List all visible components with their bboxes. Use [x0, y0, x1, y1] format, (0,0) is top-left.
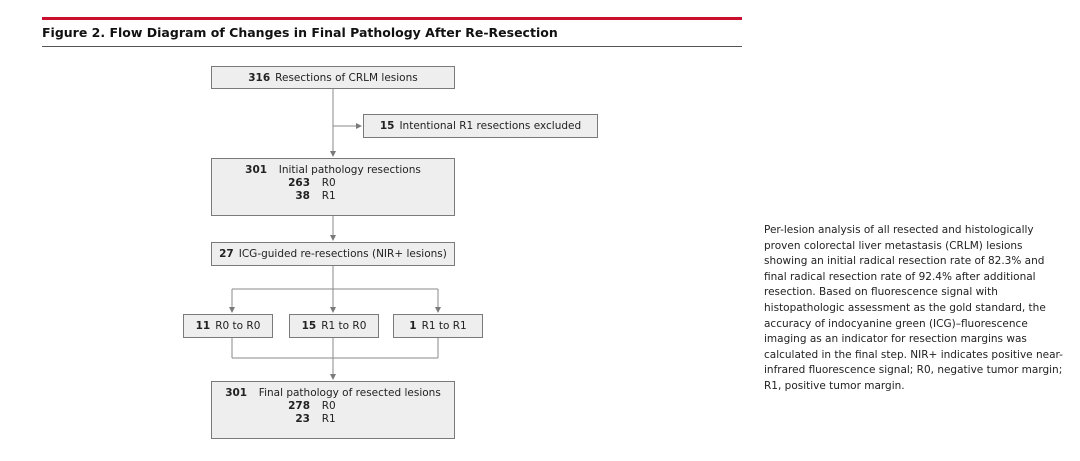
node-r1-to-r1: 1 R1 to R1	[393, 314, 483, 338]
node-initial-r1-count: 38	[295, 190, 310, 202]
node-r1-to-r0: 15 R1 to R0	[289, 314, 379, 338]
node-initial: 301 Initial pathology resections 263 R0 …	[211, 158, 455, 216]
node-r1-to-r0-label: R1 to R0	[321, 320, 367, 332]
node-r0-to-r0-label: R0 to R0	[215, 320, 261, 332]
figure-caption: Per-lesion analysis of all resected and …	[764, 224, 1063, 392]
node-final: 301 Final pathology of resected lesions …	[211, 381, 455, 439]
node-final-r0-count: 278	[288, 400, 310, 412]
node-resections-label: Resections of CRLM lesions	[275, 71, 418, 84]
node-excluded-count: 15	[379, 120, 395, 132]
node-initial-label: Initial pathology resections	[278, 164, 421, 176]
node-resections: 316 Resections of CRLM lesions	[211, 66, 455, 89]
node-initial-r0-label: R0	[321, 177, 336, 189]
figure-top-rule	[42, 17, 742, 20]
node-initial-r0-count: 263	[288, 177, 310, 189]
node-reresections: 27 ICG-guided re-resections (NIR+ lesion…	[211, 242, 455, 266]
node-final-r1-label: R1	[321, 413, 336, 425]
node-r0-to-r0: 11 R0 to R0	[183, 314, 273, 338]
node-reresections-count: 27	[219, 248, 234, 260]
node-initial-r1-label: R1	[321, 190, 336, 202]
node-final-label: Final pathology of resected lesions	[258, 387, 441, 399]
figure-title-rule	[42, 46, 742, 47]
node-reresections-label: ICG-guided re-resections (NIR+ lesions)	[238, 248, 447, 260]
node-r0-to-r0-count: 11	[195, 320, 211, 332]
node-final-r1-count: 23	[295, 413, 310, 425]
node-final-r0-label: R0	[321, 400, 336, 412]
node-r1-to-r0-count: 15	[301, 320, 317, 332]
node-final-count: 301	[225, 387, 248, 399]
node-initial-count: 301	[245, 164, 268, 176]
node-r1-to-r1-label: R1 to R1	[421, 320, 467, 332]
node-r1-to-r1-count: 1	[409, 320, 417, 332]
figure-title: Figure 2. Flow Diagram of Changes in Fin…	[42, 25, 558, 40]
node-excluded-label: Intentional R1 resections excluded	[399, 120, 582, 132]
node-excluded: 15 Intentional R1 resections excluded	[363, 114, 598, 138]
node-resections-count: 316	[248, 71, 271, 84]
